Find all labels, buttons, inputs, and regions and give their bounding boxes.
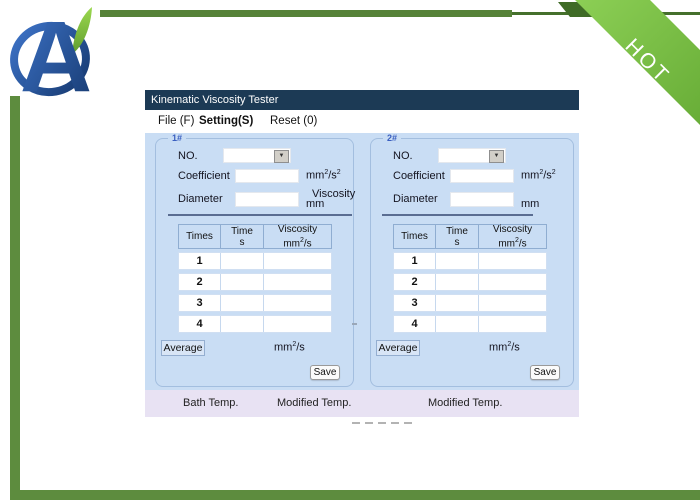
modified-temp-label-right: Modified Temp. bbox=[428, 397, 503, 409]
no-label: NO. bbox=[178, 150, 198, 162]
dash-indicator bbox=[352, 422, 360, 424]
brand-logo-icon: A bbox=[10, 2, 92, 102]
panel-separator bbox=[168, 214, 352, 216]
table-row: 1 bbox=[393, 252, 547, 270]
diameter-unit: mm bbox=[306, 198, 325, 210]
average-unit: mm2/s bbox=[489, 341, 520, 354]
bath-temp-label: Bath Temp. bbox=[183, 397, 239, 409]
diameter-input[interactable] bbox=[450, 192, 514, 207]
viscosity-cell bbox=[264, 274, 331, 290]
time-cell bbox=[221, 253, 264, 269]
window-titlebar: Kinematic Viscosity Tester bbox=[145, 90, 579, 110]
viscosity-cell bbox=[479, 295, 546, 311]
no-dropdown[interactable]: ▼ bbox=[438, 148, 506, 163]
panel-2-legend: 2# bbox=[383, 133, 402, 144]
table-row: 3 bbox=[178, 294, 332, 312]
menu-file[interactable]: File (F) bbox=[158, 115, 195, 127]
coefficient-input[interactable] bbox=[235, 169, 299, 183]
diameter-input[interactable] bbox=[235, 192, 299, 207]
diameter-label: Diameter bbox=[393, 193, 438, 205]
coefficient-label: Coefficient bbox=[178, 170, 230, 182]
time-cell bbox=[436, 316, 479, 332]
top-green-bar bbox=[100, 10, 512, 17]
diameter-label: Diameter bbox=[178, 193, 223, 205]
window-title: Kinematic Viscosity Tester bbox=[151, 94, 279, 106]
viscosity-cell bbox=[479, 316, 546, 332]
time-cell bbox=[221, 274, 264, 290]
panel-divider-dash bbox=[352, 323, 357, 325]
dash-indicator bbox=[391, 422, 399, 424]
sample-panel-1: 1# NO. ▼ Coefficient mm2/s2 Diameter mm … bbox=[155, 133, 356, 387]
temperature-status-bar: Bath Temp. Modified Temp. Modified Temp. bbox=[145, 390, 579, 417]
sample-panel-2: 2# NO. ▼ Coefficient mm2/s2 Diameter mm … bbox=[370, 133, 574, 387]
menu-reset[interactable]: Reset (0) bbox=[270, 115, 318, 127]
time-cell bbox=[436, 274, 479, 290]
chevron-down-icon[interactable]: ▼ bbox=[489, 150, 504, 163]
menu-setting[interactable]: Setting(S) bbox=[199, 115, 254, 127]
chevron-down-icon[interactable]: ▼ bbox=[274, 150, 289, 163]
dash-indicator bbox=[378, 422, 386, 424]
dash-indicator bbox=[365, 422, 373, 424]
left-green-bar bbox=[10, 96, 20, 500]
panel-separator bbox=[382, 214, 533, 216]
hot-ribbon: HOT bbox=[558, 0, 700, 125]
save-button[interactable]: Save bbox=[310, 365, 340, 380]
menu-bar: File (F) Setting(S) Reset (0) bbox=[145, 110, 579, 133]
viscosity-cell bbox=[264, 295, 331, 311]
svg-text:A: A bbox=[20, 2, 92, 102]
coefficient-input[interactable] bbox=[450, 169, 514, 183]
modified-temp-label-left: Modified Temp. bbox=[277, 397, 352, 409]
viscosity-cell bbox=[264, 253, 331, 269]
time-cell bbox=[436, 253, 479, 269]
time-cell bbox=[221, 316, 264, 332]
table-row: 4 bbox=[393, 315, 547, 333]
diameter-unit: mm bbox=[521, 198, 540, 210]
average-unit: mm2/s bbox=[274, 341, 305, 354]
no-dropdown[interactable]: ▼ bbox=[223, 148, 291, 163]
save-button[interactable]: Save bbox=[530, 365, 560, 380]
table-row: 1 bbox=[178, 252, 332, 270]
coefficient-unit: mm2/s2 bbox=[306, 169, 341, 182]
table-row: 2 bbox=[178, 273, 332, 291]
dash-indicators bbox=[352, 422, 412, 424]
table-row: 3 bbox=[393, 294, 547, 312]
coefficient-label: Coefficient bbox=[393, 170, 445, 182]
table-row: 4 bbox=[178, 315, 332, 333]
dash-indicator bbox=[404, 422, 412, 424]
viscosity-cell bbox=[264, 316, 331, 332]
time-cell bbox=[221, 295, 264, 311]
bottom-green-bar bbox=[10, 490, 700, 500]
viscosity-cell bbox=[479, 274, 546, 290]
viscosity-cell bbox=[479, 253, 546, 269]
col-header-times: Times bbox=[179, 225, 221, 248]
time-cell bbox=[436, 295, 479, 311]
app-window: Kinematic Viscosity Tester File (F) Sett… bbox=[145, 90, 579, 417]
table-row: 2 bbox=[393, 273, 547, 291]
coefficient-unit: mm2/s2 bbox=[521, 169, 556, 182]
col-header-times: Times bbox=[394, 225, 436, 248]
average-button[interactable]: Average bbox=[161, 340, 205, 356]
no-label: NO. bbox=[393, 150, 413, 162]
viscosity-label: Viscosity bbox=[312, 188, 356, 200]
average-button[interactable]: Average bbox=[376, 340, 420, 356]
panel-1-legend: 1# bbox=[168, 133, 187, 144]
